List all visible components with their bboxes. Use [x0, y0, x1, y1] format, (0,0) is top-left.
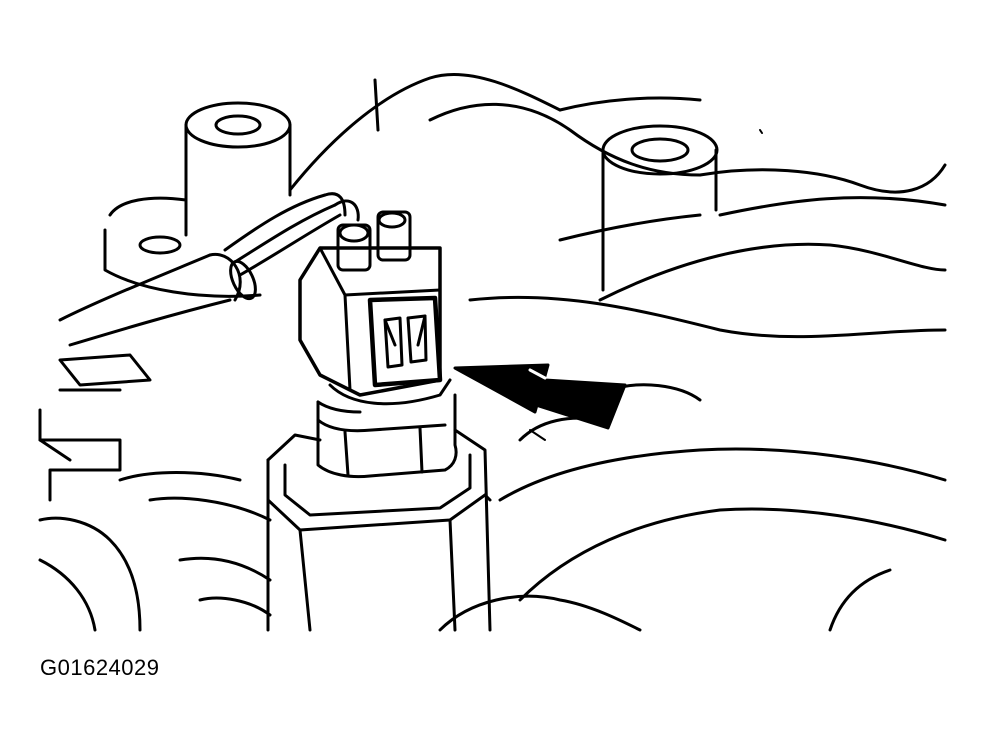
- sensor-connector-illustration: [38, 72, 947, 632]
- left-bracket: [38, 228, 272, 632]
- cylindrical-bosses: [108, 101, 719, 292]
- figure-id-label: G01624029: [40, 655, 160, 680]
- electrical-connector: [298, 210, 452, 406]
- mounting-boss: [266, 428, 492, 632]
- callout-arrow: [453, 363, 627, 430]
- sensor-hex-nut: [316, 393, 458, 479]
- wiring-harness: [58, 192, 360, 347]
